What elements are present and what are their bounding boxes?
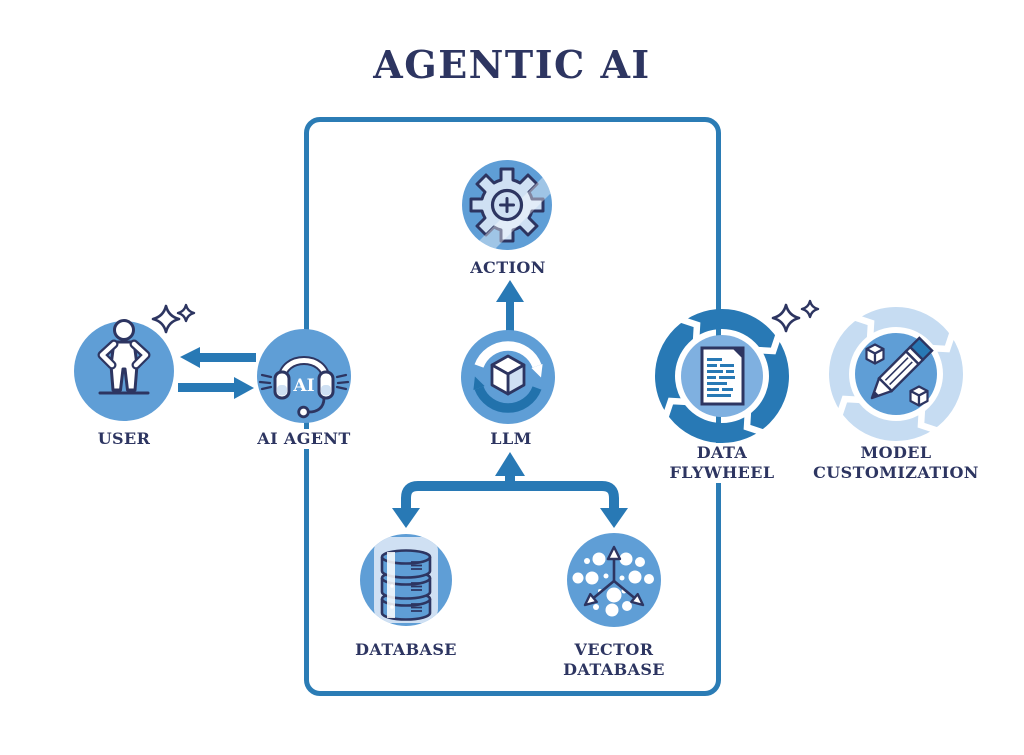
- user-label: USER: [92, 429, 156, 449]
- ai-badge: AI: [292, 376, 314, 396]
- vector-database-label-line1: VECTOR: [574, 640, 654, 659]
- model-customization-label-line1: MODEL: [860, 443, 932, 462]
- database-icon: [360, 534, 452, 626]
- cube-icon: [909, 385, 929, 407]
- data-flywheel-node: [650, 304, 794, 448]
- branch-connector: [392, 448, 632, 530]
- sound-wave-lines: [258, 373, 350, 391]
- llm-node: [460, 329, 556, 425]
- user-node: [74, 311, 174, 423]
- cube-cycle-icon: [461, 330, 555, 424]
- arrow-user-to-agent: [178, 377, 254, 399]
- diagram-title: AGENTIC AI: [373, 42, 651, 87]
- vector-database-label: VECTOR DATABASE: [558, 640, 670, 680]
- pencil-icon: [870, 336, 934, 400]
- gear-icon: [462, 160, 552, 250]
- model-customization-label-line2: CUSTOMIZATION: [813, 463, 979, 482]
- arrow-agent-to-user: [180, 347, 256, 368]
- arrows-user-agent: [176, 345, 258, 401]
- headset-icon: AI: [257, 329, 351, 423]
- user-icon: [74, 319, 174, 421]
- action-node: [461, 159, 553, 251]
- plus-icon: [499, 197, 515, 213]
- database-node: [359, 533, 453, 627]
- model-customization-label: MODEL CUSTOMIZATION: [808, 443, 984, 483]
- vector-database-node: [566, 532, 662, 628]
- arrowhead-down-to-vector-db: [600, 508, 628, 528]
- cube-icon: [490, 354, 526, 396]
- vector-points-icon: [567, 533, 661, 627]
- arrowhead-down-to-database: [392, 508, 420, 528]
- document-text-lines: [707, 358, 735, 397]
- arrowhead-up-to-llm: [495, 452, 525, 476]
- sparkle-icon: [770, 296, 828, 338]
- cube-icon: [865, 343, 885, 365]
- model-customization-node: [824, 302, 968, 446]
- action-label: ACTION: [465, 258, 551, 278]
- data-flywheel-label-line2: FLYWHEEL: [669, 463, 775, 482]
- ai-agent-node: AI: [256, 328, 352, 424]
- vector-database-label-line2: DATABASE: [563, 660, 665, 679]
- database-label: DATABASE: [350, 640, 462, 660]
- sparkle-icon: [150, 295, 210, 341]
- ai-agent-label: AI AGENT: [252, 429, 356, 449]
- pencil-cubes-icon: [829, 307, 963, 441]
- data-flywheel-label: DATA FLYWHEEL: [664, 443, 780, 483]
- llm-label: LLM: [485, 429, 537, 449]
- data-flywheel-label-line1: DATA: [696, 443, 748, 462]
- flywheel-document-icon: [655, 309, 789, 443]
- arrow-llm-to-action: [496, 280, 524, 338]
